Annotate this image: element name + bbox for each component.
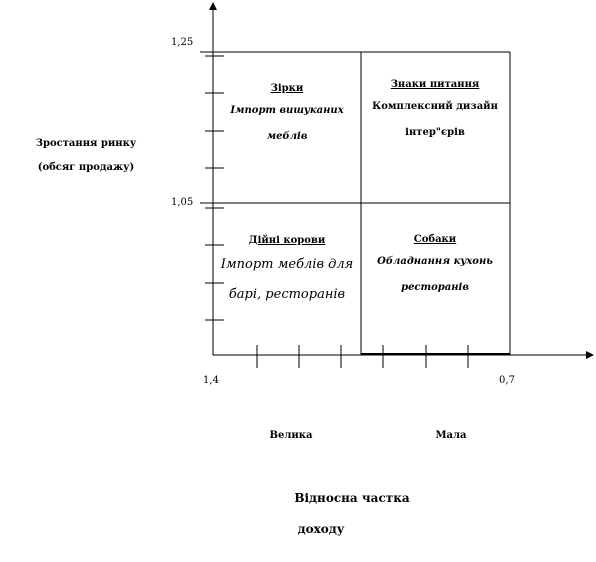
y-axis-title-line1: Зростання ринку: [36, 138, 137, 149]
y-tick-label-top: 1,25: [171, 37, 193, 48]
quadrant-stars-line1: Імпорт вишуканих: [229, 105, 344, 116]
y-tick-label-mid: 1,05: [171, 197, 193, 208]
x-tick-label-left: 1,4: [203, 375, 219, 386]
y-axis-ticks: [200, 51, 226, 321]
x-axis-ticks: [256, 345, 469, 368]
x-label-right: Мала: [435, 430, 467, 441]
quadrant-dogs-line2: ресторанів: [401, 282, 469, 293]
quadrant-question-marks-line2: інтер"єрів: [405, 127, 465, 138]
quadrant-stars-title: Зірки: [271, 83, 304, 94]
quadrant-question-marks-line1: Комплексний дизайн: [372, 101, 498, 112]
x-axis-title-line2: доходу: [298, 522, 345, 536]
x-axis-title-line1: Відносна частка: [294, 491, 409, 505]
quadrant-question-marks-title: Знаки питання: [391, 79, 480, 90]
x-label-left: Велика: [270, 430, 314, 441]
x-tick-label-right: 0,7: [499, 375, 515, 386]
quadrant-dogs-line1: Обладнання кухонь: [377, 256, 493, 267]
quadrant-cash-cows-line1: Імпорт меблів для: [220, 257, 354, 272]
matrix-grid: [213, 51, 511, 355]
quadrant-cash-cows-title: Дійні корови: [249, 235, 326, 246]
quadrant-cash-cows-line2: барі, ресторанів: [229, 287, 345, 302]
quadrant-dogs-title: Собаки: [414, 234, 457, 245]
quadrant-stars-line2: меблів: [267, 131, 308, 142]
y-axis-title-line2: (обсяг продажу): [38, 162, 135, 173]
